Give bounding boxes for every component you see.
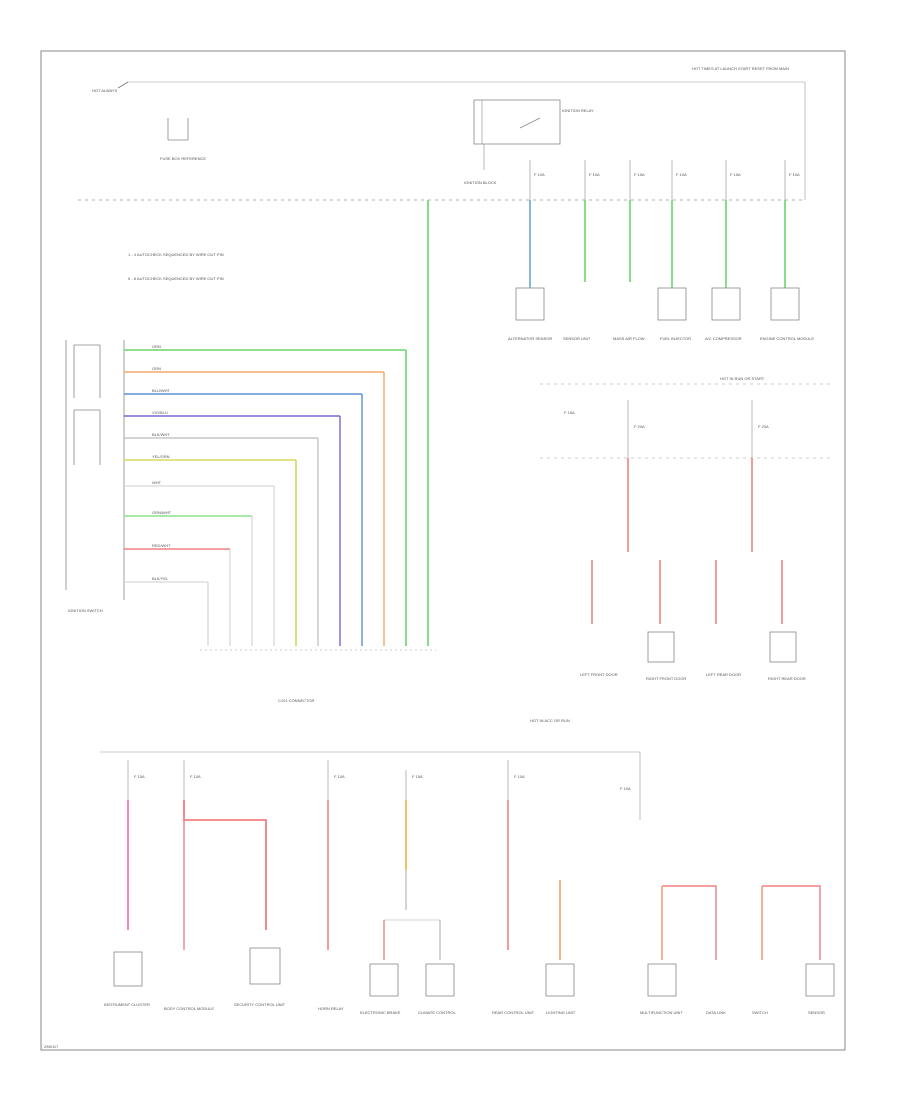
wire-color-10: BLK/YEL [152, 576, 169, 581]
bottom-fuse-5: F 10A [514, 774, 525, 779]
top-fuse-5: F 15A [730, 172, 741, 177]
bottom-load-2: BODY CONTROL MODULE [164, 1006, 214, 1011]
top-circuits: F 10A ALTERNATOR SENSOR F 10A SENSOR UNI… [508, 160, 814, 341]
legend-item-1: 1 - 4 AUTOCHECK SEQUENCED BY WIRE OUT PI… [128, 252, 224, 257]
mid-fuse-2: F 20A [634, 424, 645, 429]
ignition-switch: IGNITION SWITCH [65, 340, 125, 613]
junction-label: IGNITION BLOCK [464, 180, 497, 185]
connector-label: C101 CONNECTOR [278, 698, 314, 703]
wire-color-7: WHT [152, 480, 162, 485]
mid-fuse-1: F 15A [564, 410, 575, 415]
bottom-load-11: SWITCH [752, 1010, 768, 1015]
top-right-note: HOT TIMES AT LAUNCH START RESET FROM MAI… [692, 66, 789, 71]
bottom-fuse-4: F 15A [412, 774, 423, 779]
mid-right-loads: LEFT FRONT DOOR RIGHT FRONT DOOR LEFT RE… [580, 560, 806, 681]
wire-color-8: GRN/WHT [152, 510, 172, 515]
ground-label: FUSE BOX REFERENCE [160, 156, 206, 161]
top-fuse-1: F 10A [534, 172, 545, 177]
bottom-load-7: REAR CONTROL UNIT [492, 1010, 535, 1015]
ignition-relay: IGNITION RELAY IGNITION BLOCK [464, 99, 594, 185]
mid-load-3: LEFT REAR DOOR [706, 672, 741, 677]
switch-label: IGNITION SWITCH [68, 608, 103, 613]
mid-right-note: HOT IN RUN OR START [720, 376, 765, 381]
mid-load-4: RIGHT REAR DOOR [768, 676, 806, 681]
bottom-load-4: HORN RELAY [318, 1006, 344, 1011]
top-fuse-4: F 10A [676, 172, 687, 177]
top-load-1: ALTERNATOR SENSOR [508, 336, 552, 341]
wire-color-1: GRN [152, 344, 161, 349]
top-load-6: ENGINE CONTROL MODULE [760, 336, 814, 341]
diagram-border [40, 50, 846, 1051]
relay-label: IGNITION RELAY [562, 108, 594, 113]
bottom-fuse-1: F 15A [134, 774, 145, 779]
wire-color-9: RED/WHT [152, 543, 171, 548]
bottom-circuits: F 15A INSTRUMENT CLUSTER F 10A BODY CONT… [104, 760, 835, 1015]
mid-load-1: LEFT FRONT DOOR [580, 672, 618, 677]
switch-wires: GRN ORN BLU/WHT VIO/BLU BLK/WHT YEL/GRN … [124, 344, 406, 646]
wire-color-2: ORN [152, 366, 161, 371]
top-load-5: A/C COMPRESSOR [705, 336, 742, 341]
bottom-load-10: DATA LINK [706, 1010, 726, 1015]
top-left-source-label: HOT ALWAYS [92, 88, 118, 93]
top-load-4: FUEL INJECTOR [660, 336, 691, 341]
ground-component: FUSE BOX REFERENCE [160, 118, 206, 161]
legend-item-2: 5 - 8 AUTOCHECK SEQUENCED BY WIRE OUT PI… [128, 276, 224, 281]
bottom-load-1: INSTRUMENT CLUSTER [104, 1002, 150, 1007]
mid-fuse-3: F 20A [758, 424, 769, 429]
top-fuse-3: F 15A [634, 172, 645, 177]
bottom-load-5: ELECTRONIC BRAKE [360, 1010, 401, 1015]
bottom-load-9: MULTIFUNCTION UNIT [640, 1010, 683, 1015]
wire-color-4: VIO/BLU [152, 410, 168, 415]
wire-color-6: YEL/GRN [152, 454, 170, 459]
bottom-note: HOT IN ACC OR RUN [530, 718, 570, 723]
top-load-3: MASS AIR FLOW [613, 336, 645, 341]
bottom-load-6: CLIMATE CONTROL [418, 1010, 456, 1015]
wire-color-5: BLK/WHT [152, 432, 170, 437]
mid-load-2: RIGHT FRONT DOOR [646, 676, 686, 681]
footer-id: ZM0117 [44, 1044, 59, 1049]
bottom-fuse-6: F 10A [620, 786, 631, 791]
wire-color-3: BLU/WHT [152, 388, 171, 393]
top-load-2: SENSOR UNIT [563, 336, 591, 341]
bottom-fuse-3: F 10A [334, 774, 345, 779]
bottom-fuse-2: F 10A [190, 774, 201, 779]
top-fuse-2: F 10A [589, 172, 600, 177]
top-fuse-6: F 10A [789, 172, 800, 177]
bottom-load-12: SENSOR [808, 1010, 825, 1015]
bottom-load-3: SECURITY CONTROL UNIT [234, 1002, 286, 1007]
bottom-load-8: LIGHTING UNIT [546, 1010, 576, 1015]
